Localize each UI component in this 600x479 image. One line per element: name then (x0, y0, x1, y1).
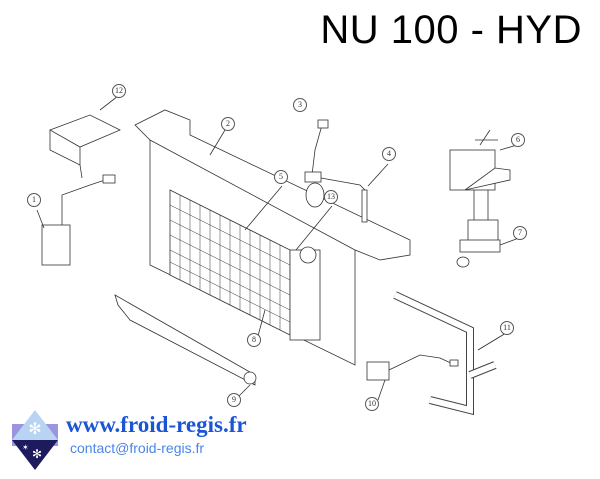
box-part-10 (366, 354, 459, 401)
callout-4: 4 (382, 147, 396, 161)
motor-part-6 (449, 129, 518, 191)
callout-2: 2 (221, 117, 235, 131)
snowflake-logo-icon: ✻ ✻ ✶ (12, 410, 58, 470)
page-title: NU 100 - HYD (320, 8, 582, 52)
callout-8: 8 (247, 333, 261, 347)
water-valve-part-7 (456, 190, 520, 268)
deflector-part-9 (114, 294, 257, 397)
svg-text:✻: ✻ (32, 447, 42, 461)
evaporator-grid (169, 189, 321, 341)
callout-1: 1 (27, 193, 41, 207)
callout-9: 9 (227, 393, 241, 407)
svg-text:✻: ✻ (28, 421, 41, 438)
callout-3: 3 (293, 98, 307, 112)
frame-part-2 (134, 109, 411, 366)
callout-10: 10 (365, 397, 379, 411)
sensor-part-1 (36, 174, 116, 266)
callout-13: 13 (324, 190, 338, 204)
float-switch-part-3 (304, 119, 389, 223)
website-link[interactable]: www.froid-regis.fr (66, 412, 247, 437)
pipe-part-11 (393, 291, 507, 416)
callout-12: 12 (112, 84, 126, 98)
contact-email-link[interactable]: contact@froid-regis.fr (70, 440, 205, 456)
callout-6: 6 (511, 133, 525, 147)
svg-text:✶: ✶ (22, 443, 29, 452)
callout-7: 7 (513, 226, 527, 240)
callout-11: 11 (500, 321, 514, 335)
callout-5: 5 (274, 170, 288, 184)
bracket-part-12 (49, 95, 121, 179)
